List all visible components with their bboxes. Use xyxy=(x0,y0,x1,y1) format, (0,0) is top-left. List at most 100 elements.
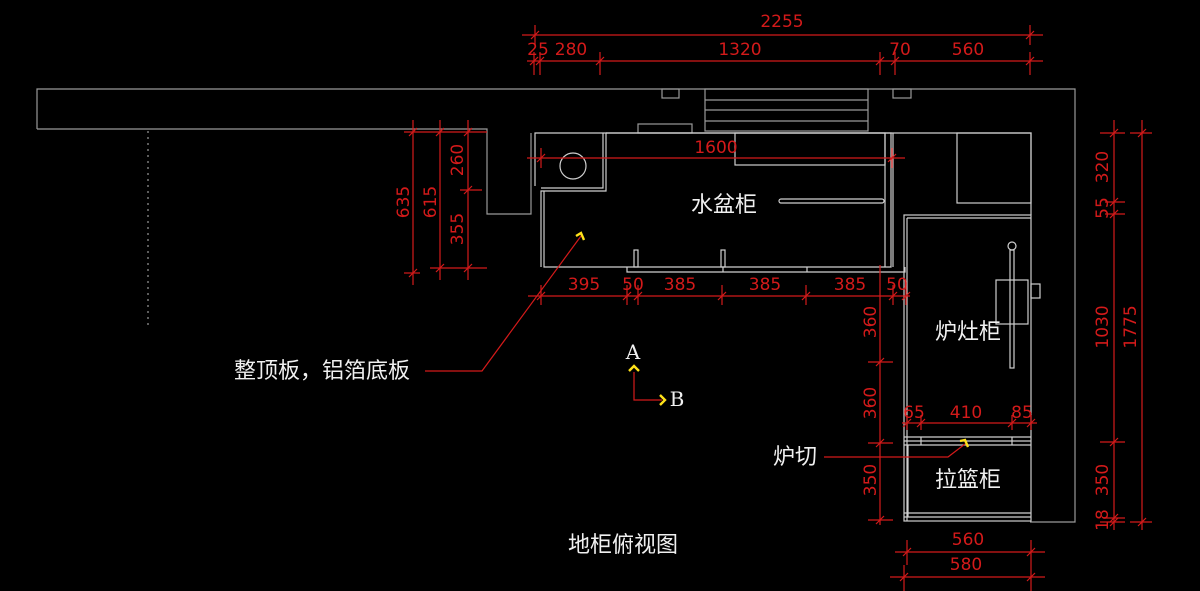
dim-tick-mark xyxy=(1007,418,1017,428)
dim-tick-mark xyxy=(902,547,912,557)
corner-column-inner xyxy=(541,133,604,189)
dim-depth-635: 635 xyxy=(394,186,414,218)
pipe-circle xyxy=(559,152,587,180)
dim-tick-mark xyxy=(875,438,885,448)
dim-basket-410: 410 xyxy=(950,403,982,423)
dim-width-560: 560 xyxy=(952,530,984,550)
dim-tick-mark xyxy=(875,56,885,66)
dim-sink-width: 1600 xyxy=(694,138,737,158)
stove-cut-label: 炉切 xyxy=(773,445,817,470)
wall-outline xyxy=(36,88,1076,523)
wall-top-left xyxy=(36,88,1076,523)
dim-tick-mark xyxy=(1109,513,1119,523)
dim-basket-85: 85 xyxy=(1011,403,1033,423)
stove-cabinet-label: 炉灶柜 xyxy=(935,320,1001,345)
dim-bottom-50b: 50 xyxy=(886,275,908,295)
dim-tick-mark xyxy=(1109,128,1119,138)
sink-cabinet xyxy=(534,132,906,273)
plinth-line xyxy=(626,267,906,273)
axis-b-arrow-icon xyxy=(659,394,667,406)
window-features xyxy=(637,88,912,134)
dim-tick-mark xyxy=(595,56,605,66)
panel-marker-icon xyxy=(575,231,586,241)
dim-tick-mark xyxy=(536,153,546,163)
dim-tick-mark xyxy=(901,291,911,301)
dim-right-overall: 1775 xyxy=(1121,305,1141,348)
dim-tick-mark xyxy=(463,185,473,195)
dim-tick-mark xyxy=(875,357,885,367)
dim-tick-mark xyxy=(1026,547,1036,557)
dim-tick-mark xyxy=(530,30,540,40)
dim-tick-mark xyxy=(1109,437,1119,447)
dim-top-560: 560 xyxy=(952,40,984,60)
sink-cabinet-label: 水盆柜 xyxy=(691,193,757,218)
markers xyxy=(575,231,970,448)
dim-tick-mark xyxy=(1137,128,1147,138)
labels: 水盆柜 炉灶柜 拉篮柜 整顶板，铝箔底板 炉切 地柜俯视图 A B xyxy=(234,193,1001,558)
dim-tick-mark xyxy=(535,56,545,66)
dim-tick-mark xyxy=(463,127,473,137)
sink-basin-outline xyxy=(734,132,886,166)
window-stub-left xyxy=(661,88,680,99)
drawing-title: 地柜俯视图 xyxy=(568,533,678,558)
divider-post xyxy=(720,249,726,268)
stove-cut-marker-icon xyxy=(959,438,970,448)
dim-top-70: 70 xyxy=(889,40,911,60)
dim-tick-mark xyxy=(890,56,900,66)
dim-right-18: 18 xyxy=(1093,509,1113,531)
dim-tick-mark xyxy=(1137,517,1147,527)
wall-left-recess xyxy=(37,128,532,215)
handle-bar xyxy=(778,198,885,204)
axis-b-label: B xyxy=(670,387,685,411)
leader-stove-cut xyxy=(824,443,966,458)
dim-stove-360b: 360 xyxy=(861,387,881,419)
dim-tick-mark xyxy=(875,515,885,525)
dim-depth-615: 615 xyxy=(421,186,441,218)
dim-tick-mark xyxy=(1026,572,1036,582)
gas-valve-knob xyxy=(1007,241,1017,251)
dim-bottom-395: 395 xyxy=(568,275,600,295)
dim-top-25: 25 xyxy=(527,40,549,60)
dim-right-55: 55 xyxy=(1093,197,1113,219)
dim-tick-mark xyxy=(633,291,643,301)
corner-column-outline xyxy=(534,132,607,267)
dim-tick-mark xyxy=(1109,197,1119,207)
dim-tick-mark xyxy=(1025,30,1035,40)
dim-tick-mark xyxy=(1109,517,1119,527)
dim-tick-mark xyxy=(536,291,546,301)
dim-tick-mark xyxy=(887,153,897,163)
dim-tick-mark xyxy=(916,418,926,428)
dim-top-overall: 2255 xyxy=(760,12,803,32)
gas-meter-box xyxy=(995,279,1029,325)
dim-right-1030: 1030 xyxy=(1093,305,1113,348)
dim-top-280: 280 xyxy=(555,40,587,60)
axis-arrow-line xyxy=(633,372,662,401)
dim-tick-mark xyxy=(902,418,912,428)
corner-right-block xyxy=(892,132,1032,267)
dim-stove-350: 350 xyxy=(861,464,881,496)
dim-tick-mark xyxy=(1026,418,1036,428)
dimension-lines xyxy=(404,25,1152,591)
dim-tick-mark xyxy=(408,127,418,137)
axis-a-label: A xyxy=(625,340,641,364)
dim-tick-mark xyxy=(435,127,445,137)
panel-note-label: 整顶板，铝箔底板 xyxy=(234,359,410,384)
dim-depth-355: 355 xyxy=(448,213,468,245)
basket-cabinet-label: 拉篮柜 xyxy=(935,468,1001,493)
dim-bottom-385a: 385 xyxy=(664,275,696,295)
dim-tick-mark xyxy=(1025,56,1035,66)
divider-post xyxy=(633,249,639,268)
sill-block xyxy=(637,123,693,134)
gas-meter-tab xyxy=(1030,283,1041,299)
dim-tick-mark xyxy=(435,263,445,273)
dim-basket-65: 65 xyxy=(903,403,925,423)
dim-tick-mark xyxy=(717,291,727,301)
dim-tick-mark xyxy=(408,268,418,278)
dim-right-320: 320 xyxy=(1093,151,1113,183)
dimension-text: 2255 25 280 1320 70 560 1600 635 615 260… xyxy=(394,12,1141,575)
dim-tick-mark xyxy=(801,291,811,301)
dim-top-1320: 1320 xyxy=(718,40,761,60)
window-stub-right xyxy=(892,88,912,99)
dim-width-580: 580 xyxy=(950,555,982,575)
